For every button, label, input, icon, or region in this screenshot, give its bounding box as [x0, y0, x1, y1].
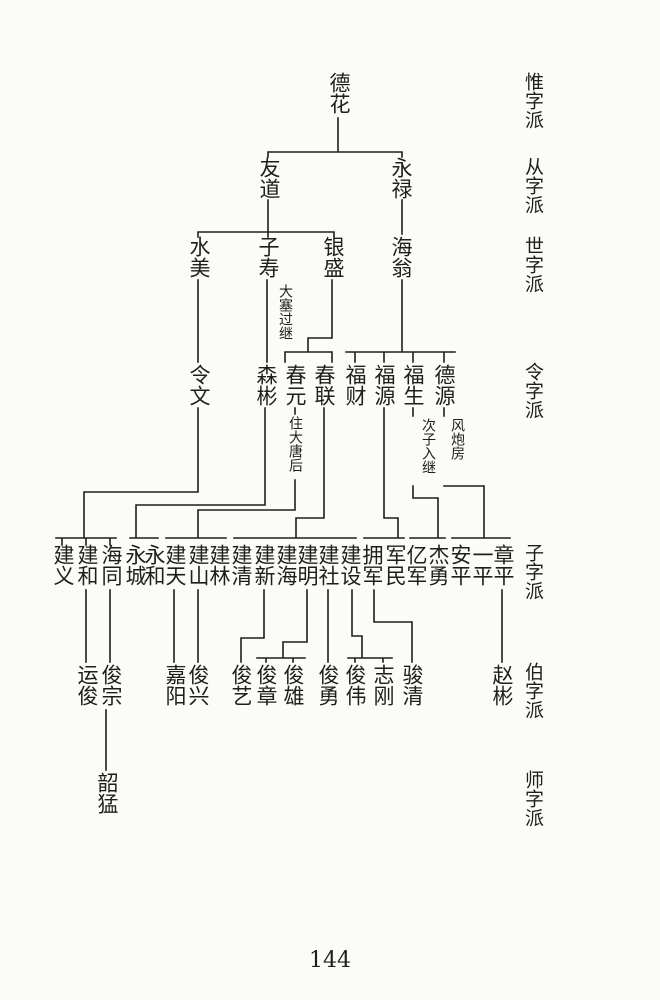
- note-cizirji: 次子入继: [420, 418, 436, 474]
- generation-label-3: 世字派: [522, 236, 544, 293]
- node-fuyuan: 福源: [372, 364, 396, 406]
- node-yunjun: 运俊: [75, 664, 99, 706]
- node-yongcheng: 永城: [123, 544, 147, 586]
- generation-label-6: 伯字派: [522, 662, 544, 719]
- node-jianshan: 建山: [186, 544, 210, 586]
- node-chunlian: 春联: [312, 364, 336, 406]
- node-chunyuan: 春元: [283, 364, 307, 406]
- node-dehua: 德花: [327, 72, 351, 114]
- node-jiayang: 嘉阳: [163, 664, 187, 706]
- node-jianhe: 建和: [75, 544, 99, 586]
- node-jiantian: 建天: [163, 544, 187, 586]
- node-lingwen: 令文: [187, 364, 211, 406]
- node-jianshe2: 建设: [338, 544, 362, 586]
- note-fengpaofang: 风炮房: [449, 418, 465, 460]
- node-deyuan: 德源: [432, 364, 456, 406]
- page-number: 144: [309, 948, 351, 973]
- node-jianyi: 建义: [51, 544, 75, 586]
- node-anping: 安平: [448, 544, 472, 586]
- node-jianxin: 建新: [252, 544, 276, 586]
- generation-label-7: 师字派: [522, 770, 544, 827]
- node-yinsheng: 银盛: [321, 236, 345, 278]
- node-junyong: 俊勇: [316, 664, 340, 706]
- note-dazhaiguoji: 大塞过继: [277, 284, 293, 340]
- node-junyi: 俊艺: [229, 664, 253, 706]
- node-zishou: 子寿: [256, 236, 280, 278]
- node-youdao: 友道: [257, 157, 281, 199]
- note-zhudatanghou: 住大唐后: [287, 416, 303, 472]
- node-fusheng: 福生: [401, 364, 425, 406]
- node-junmin: 军民: [383, 544, 407, 586]
- node-junqing: 骏清: [400, 664, 424, 706]
- generation-label-1: 惟字派: [522, 72, 544, 129]
- node-junxiong: 俊雄: [281, 664, 305, 706]
- node-junzhang: 俊章: [254, 664, 278, 706]
- node-junwei: 俊伟: [343, 664, 367, 706]
- node-senbin: 森彬: [254, 364, 278, 406]
- node-yonglu: 永禄: [389, 157, 413, 199]
- node-haiweng: 海翁: [389, 236, 413, 278]
- node-jianshe: 建社: [316, 544, 340, 586]
- generation-label-4: 令字派: [522, 362, 544, 419]
- node-yijun: 亿军: [404, 544, 428, 586]
- node-junzong: 俊宗: [99, 664, 123, 706]
- node-jianqing: 建清: [229, 544, 253, 586]
- node-jieyong: 杰勇: [426, 544, 450, 586]
- node-zhangping: 章平: [491, 544, 515, 586]
- node-jianming: 建明: [295, 544, 319, 586]
- node-zhaobin: 赵彬: [490, 664, 514, 706]
- generation-label-2: 从字派: [522, 157, 544, 214]
- node-jianlin: 建林: [207, 544, 231, 586]
- node-zhigang: 志刚: [371, 664, 395, 706]
- node-fucai: 福财: [343, 364, 367, 406]
- node-haitong: 海同: [99, 544, 123, 586]
- generation-label-5: 子字派: [522, 543, 544, 600]
- node-shaomeng: 韶猛: [95, 772, 119, 814]
- node-junxing: 俊兴: [186, 664, 210, 706]
- node-shuimei: 水美: [187, 236, 211, 278]
- node-jianhai: 建海: [274, 544, 298, 586]
- node-yongjun: 拥军: [360, 544, 384, 586]
- node-yiping: 一平: [470, 544, 494, 586]
- node-yonghe: 永和: [142, 544, 166, 586]
